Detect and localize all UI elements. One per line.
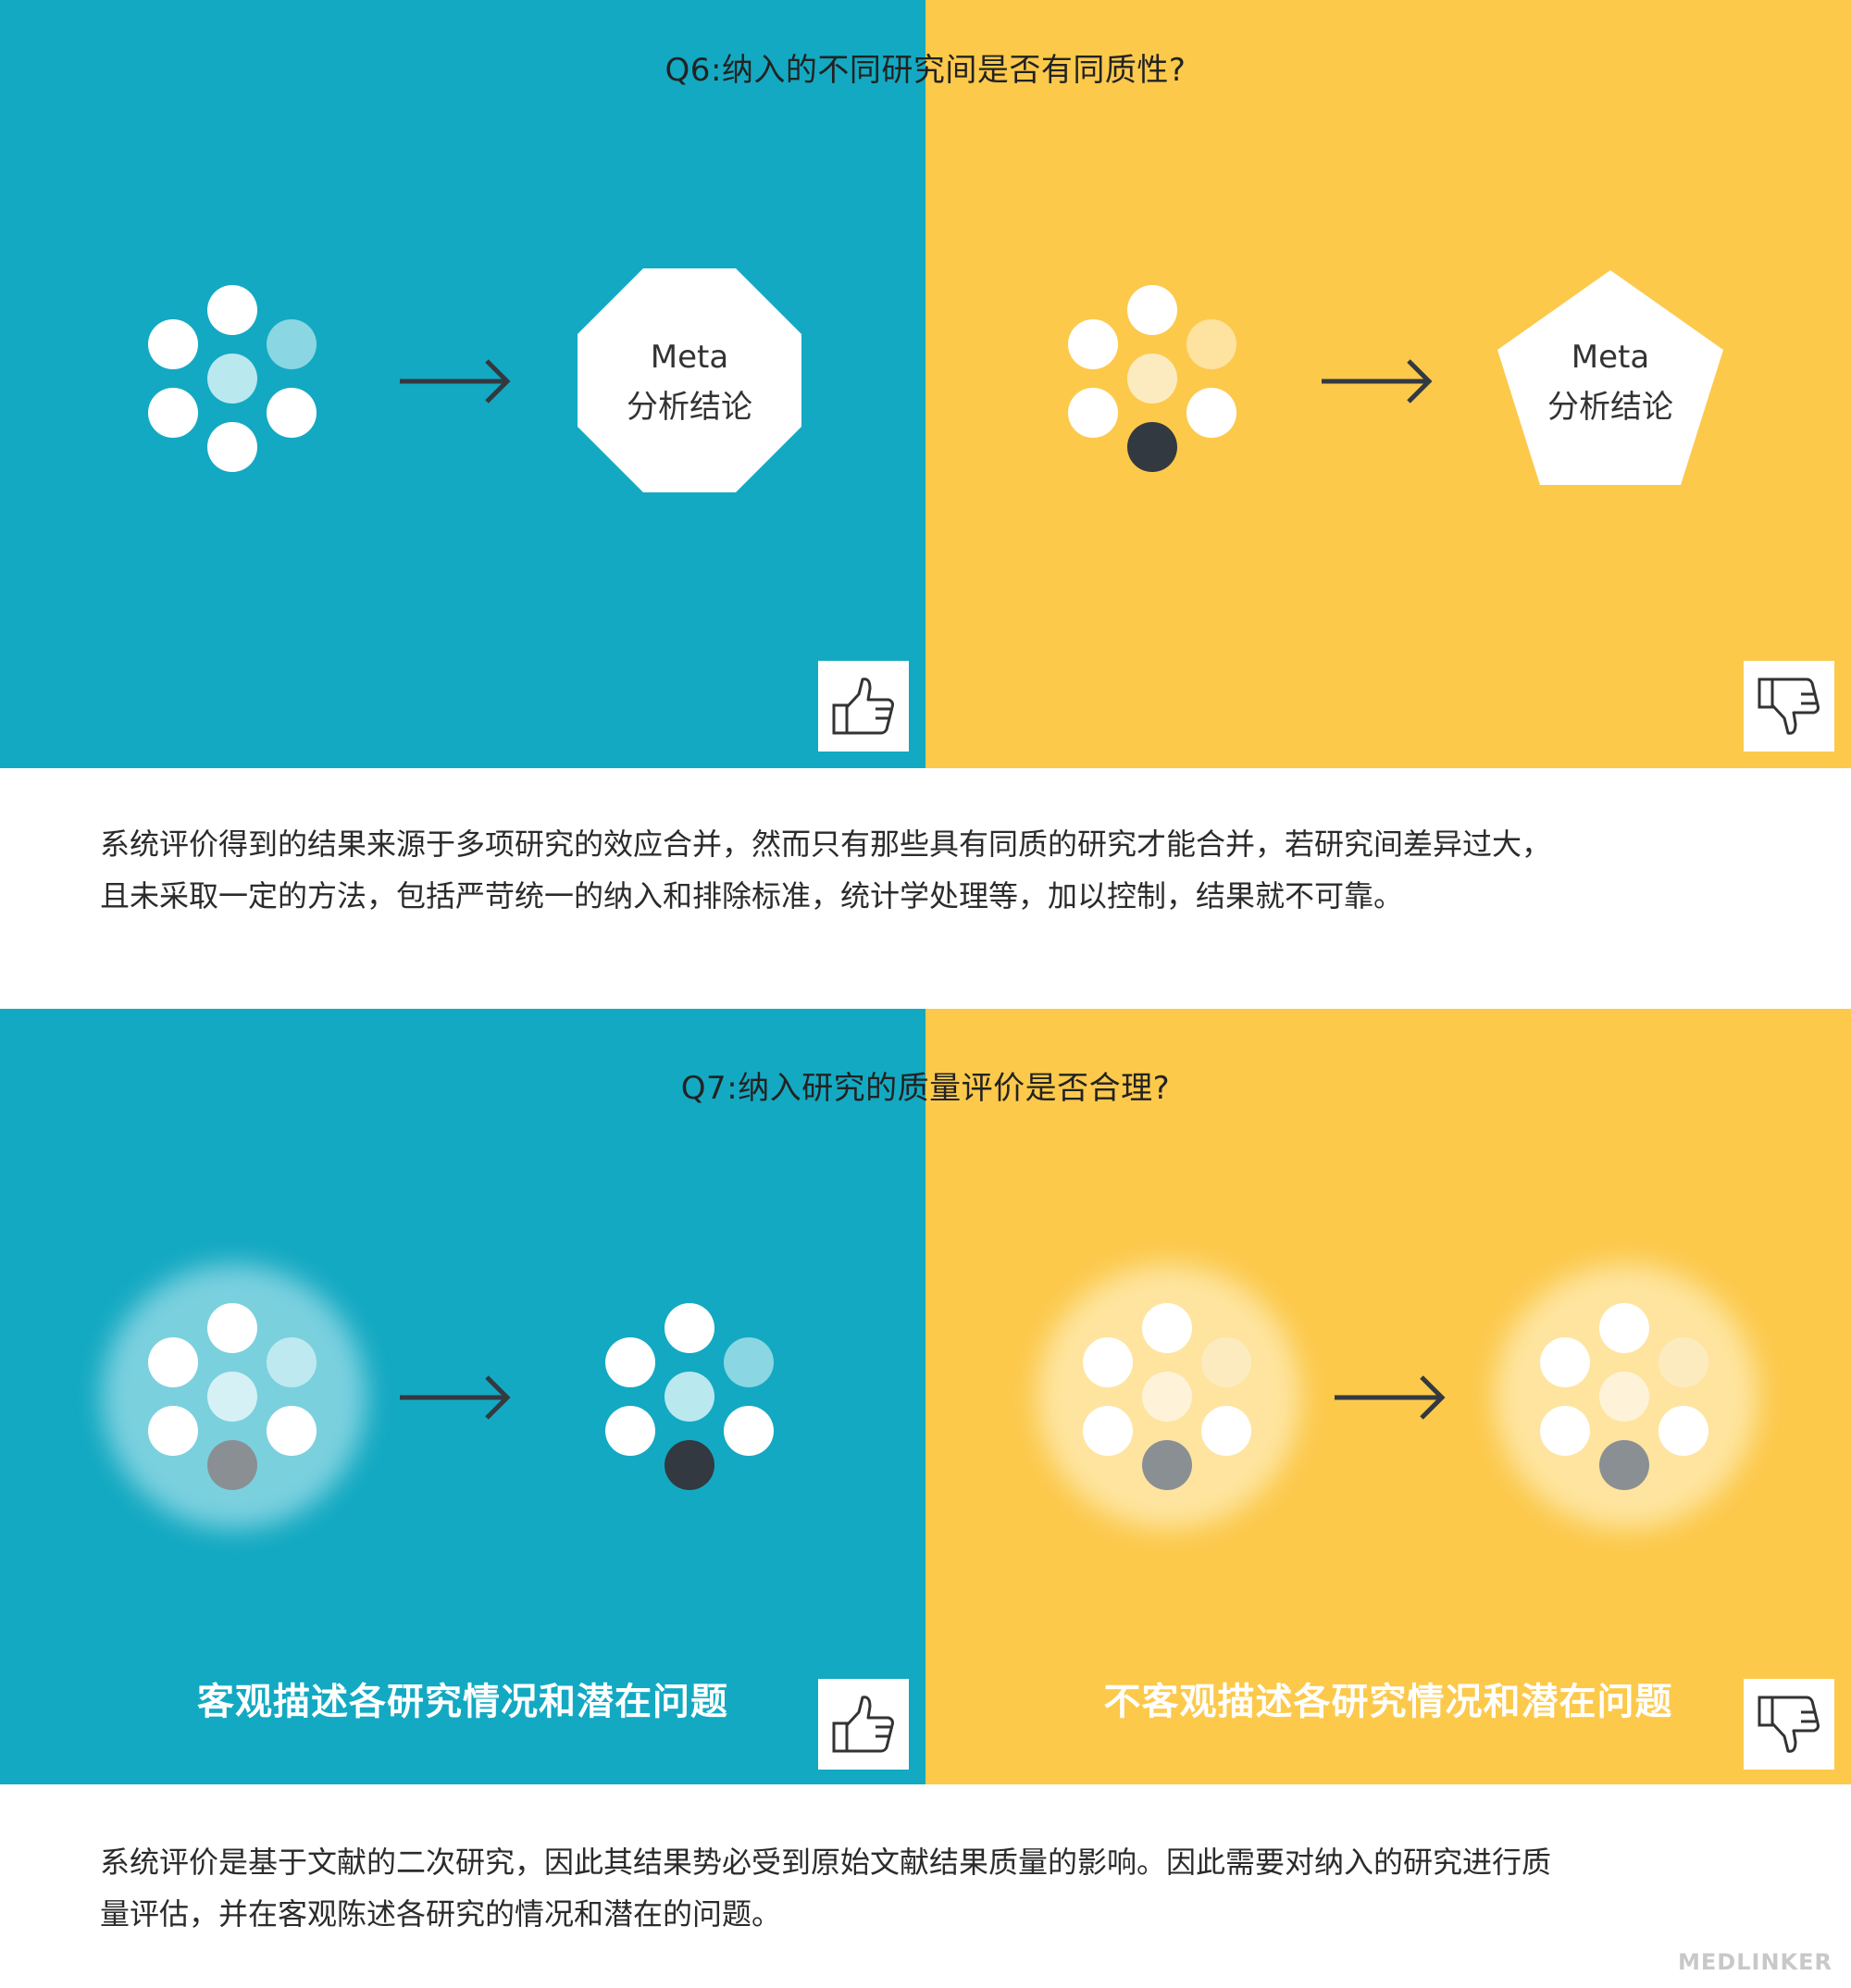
study-dot bbox=[605, 1337, 655, 1387]
q7-bad-output-cluster bbox=[1540, 1303, 1708, 1490]
study-dot bbox=[1142, 1372, 1192, 1422]
q6-explanation: 系统评价得到的结果来源于多项研究的效应合并，然而只有那些具有同质的研究才能合并，… bbox=[100, 818, 1766, 922]
study-dot bbox=[148, 388, 198, 438]
q7-thumbs-down-badge bbox=[1744, 1679, 1834, 1770]
conclusion-label: 分析结论 bbox=[627, 389, 752, 426]
study-dot bbox=[1658, 1406, 1708, 1456]
q7-good-input-cluster bbox=[148, 1303, 317, 1490]
study-dot bbox=[1540, 1337, 1590, 1387]
outlier-study-dot bbox=[1127, 422, 1177, 472]
study-dot bbox=[665, 1372, 714, 1422]
study-dot bbox=[148, 1406, 198, 1456]
study-dot bbox=[1127, 285, 1177, 335]
study-dot bbox=[267, 388, 317, 438]
study-dot bbox=[1599, 1303, 1649, 1353]
study-dot bbox=[267, 319, 317, 369]
study-dot bbox=[1540, 1406, 1590, 1456]
octagon-shape bbox=[578, 268, 801, 492]
thumbs-up-icon bbox=[832, 1696, 894, 1753]
q6-thumbs-up-badge bbox=[818, 661, 909, 752]
thumbs-down-icon bbox=[1758, 677, 1820, 735]
study-dot bbox=[1142, 1303, 1192, 1353]
study-dot bbox=[207, 1372, 257, 1422]
study-dot bbox=[1658, 1337, 1708, 1387]
study-dot bbox=[1127, 354, 1177, 404]
study-dot bbox=[1186, 388, 1236, 438]
q7-explanation: 系统评价是基于文献的二次研究，因此其结果势必受到原始文献结果质量的影响。因此需要… bbox=[100, 1836, 1766, 1940]
pentagon-shape bbox=[1497, 270, 1723, 485]
arrow-right-icon bbox=[1322, 359, 1433, 404]
medlinker-watermark: MEDLINKER bbox=[1678, 1949, 1832, 1975]
conclusion-label: 分析结论 bbox=[1547, 389, 1673, 426]
arrow-right-icon bbox=[400, 359, 511, 404]
q6-bad-conclusion-pentagon: Meta 分析结论 bbox=[1497, 268, 1723, 485]
study-dot bbox=[267, 1406, 317, 1456]
arrow-right-icon bbox=[1335, 1375, 1446, 1420]
study-dot bbox=[207, 422, 257, 472]
study-dot bbox=[1599, 1372, 1649, 1422]
study-dot bbox=[665, 1303, 714, 1353]
study-dot bbox=[1201, 1406, 1251, 1456]
study-dot bbox=[724, 1406, 774, 1456]
q6-explanation-line2: 且未采取一定的方法，包括严苛统一的纳入和排除标准，统计学处理等，加以控制，结果就… bbox=[100, 878, 1404, 913]
problem-study-dot bbox=[665, 1440, 714, 1490]
study-dot bbox=[1201, 1337, 1251, 1387]
q7-explanation-line1: 系统评价是基于文献的二次研究，因此其结果势必受到原始文献结果质量的影响。因此需要… bbox=[100, 1845, 1552, 1880]
study-dot bbox=[148, 1337, 198, 1387]
study-dot bbox=[1083, 1406, 1133, 1456]
study-dot bbox=[207, 285, 257, 335]
q7-explanation-line2: 量评估，并在客观陈述各研究的情况和潜在的问题。 bbox=[100, 1896, 782, 1932]
problem-study-dot bbox=[1599, 1440, 1649, 1490]
meta-label: Meta bbox=[650, 339, 729, 376]
study-dot bbox=[1068, 388, 1118, 438]
thumbs-down-icon bbox=[1758, 1696, 1820, 1753]
problem-study-dot bbox=[1142, 1440, 1192, 1490]
q7-thumbs-up-badge bbox=[818, 1679, 909, 1770]
q6-good-study-cluster bbox=[148, 285, 317, 472]
study-dot bbox=[267, 1337, 317, 1387]
meta-label: Meta bbox=[1571, 339, 1650, 376]
q7-bad-input-cluster bbox=[1083, 1303, 1251, 1490]
study-dot bbox=[207, 354, 257, 404]
q6-thumbs-down-badge bbox=[1744, 661, 1834, 752]
problem-study-dot bbox=[207, 1440, 257, 1490]
q6-explanation-line1: 系统评价得到的结果来源于多项研究的效应合并，然而只有那些具有同质的研究才能合并，… bbox=[100, 826, 1552, 862]
study-dot bbox=[148, 319, 198, 369]
q7-good-output-cluster bbox=[605, 1303, 774, 1490]
study-dot bbox=[1068, 319, 1118, 369]
study-dot bbox=[605, 1406, 655, 1456]
thumbs-up-icon bbox=[832, 677, 894, 735]
q6-bad-study-cluster bbox=[1068, 285, 1236, 472]
q7-good-caption: 客观描述各研究情况和潜在问题 bbox=[197, 1681, 728, 1723]
study-dot bbox=[724, 1337, 774, 1387]
q6-good-conclusion-octagon: Meta 分析结论 bbox=[578, 268, 801, 492]
q6-title: Q6:纳入的不同研究间是否有同质性? bbox=[665, 52, 1186, 89]
q7-title: Q7:纳入研究的质量评价是否合理? bbox=[680, 1070, 1171, 1107]
study-dot bbox=[1186, 319, 1236, 369]
study-dot bbox=[207, 1303, 257, 1353]
arrow-right-icon bbox=[400, 1375, 511, 1420]
study-dot bbox=[1083, 1337, 1133, 1387]
q7-bad-caption: 不客观描述各研究情况和潜在问题 bbox=[1103, 1681, 1673, 1723]
